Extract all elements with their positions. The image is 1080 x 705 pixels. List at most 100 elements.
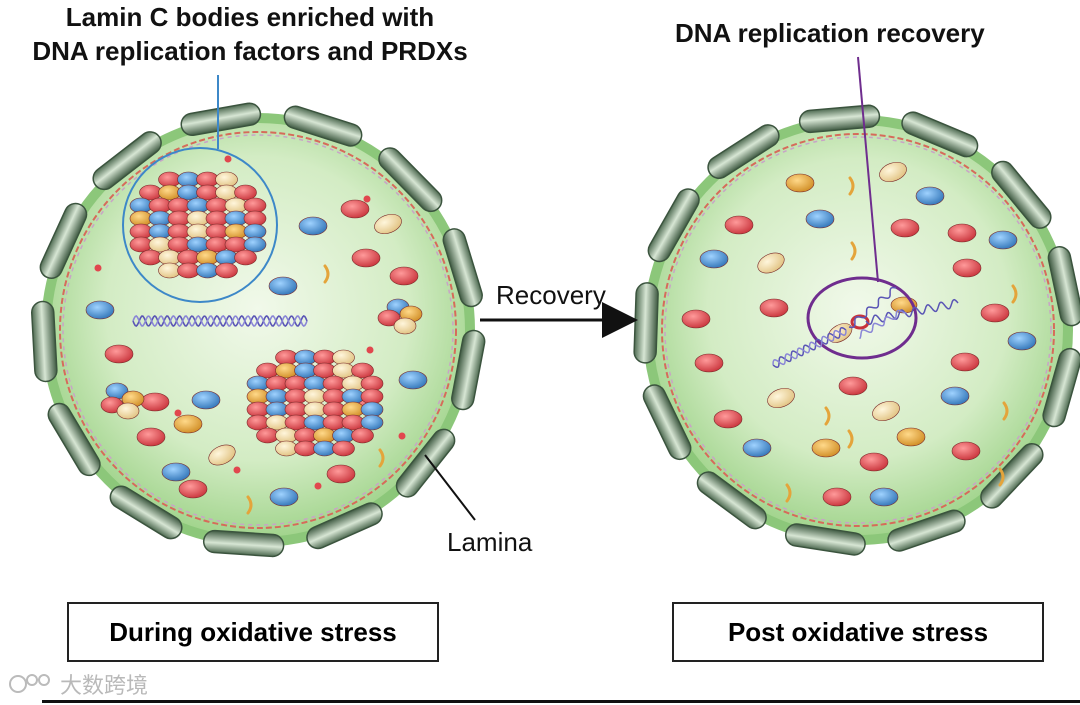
red-protein — [838, 376, 868, 396]
blue-protein — [161, 462, 191, 482]
blue-protein — [191, 390, 221, 410]
nuclear-pore-segment — [306, 502, 383, 550]
small-red-dot — [398, 432, 406, 440]
blue-protein — [940, 386, 970, 406]
red-protein — [332, 440, 355, 457]
watermark-logo-icon — [9, 674, 50, 693]
red-protein — [724, 215, 754, 235]
right-lamina-fibers — [661, 133, 1055, 527]
left-dna-strand — [132, 315, 308, 327]
nuclear-pore-segment — [642, 384, 692, 461]
blue-protein — [742, 438, 772, 458]
orange-protein — [896, 427, 926, 447]
nuclear-pore-segment — [647, 188, 700, 263]
red-protein — [947, 223, 977, 243]
nuclear-pore-segment — [1042, 347, 1080, 428]
nuclear-pore-segment — [991, 160, 1052, 229]
red-protein — [713, 409, 743, 429]
lamina-label: Lamina — [447, 527, 533, 557]
nuclear-pore-segment — [901, 111, 979, 158]
small-red-dot — [94, 264, 102, 272]
red-protein — [234, 249, 257, 266]
curved-fragment — [323, 264, 330, 284]
right-callout — [806, 56, 918, 360]
red-protein — [950, 352, 980, 372]
watermark-text: 大数跨境 — [60, 674, 149, 699]
cream-protein — [116, 402, 140, 420]
curved-fragment — [847, 429, 854, 449]
nuclear-pore-segment — [696, 471, 767, 530]
nuclear-pore-segment — [109, 485, 183, 540]
red-protein — [351, 427, 374, 444]
replication-fork-dna — [772, 286, 959, 368]
blue-protein — [85, 300, 115, 320]
red-protein — [340, 199, 370, 219]
lamin-c-body-lower — [246, 349, 384, 457]
cream-protein — [374, 213, 402, 235]
curved-fragment — [1011, 284, 1018, 304]
lamin-c-bodies-label: Lamin C bodies enriched with DNA replica… — [32, 2, 468, 66]
red-protein — [215, 262, 238, 279]
red-protein — [234, 184, 257, 201]
blue-protein — [805, 209, 835, 229]
red-protein — [951, 441, 981, 461]
curved-fragment — [785, 483, 792, 503]
recovery-label: Recovery — [496, 280, 606, 310]
red-protein — [136, 427, 166, 447]
blue-protein — [269, 487, 299, 507]
left-scattered-proteins — [85, 155, 428, 515]
nuclear-pore-segment — [378, 147, 443, 213]
nuclear-pore-segment — [633, 282, 659, 364]
red-protein — [759, 298, 789, 318]
red-protein — [890, 218, 920, 238]
nuclear-pore-segment — [31, 300, 58, 383]
lamin-c-body-upper — [129, 171, 267, 279]
nuclear-pore-segment — [784, 523, 866, 556]
curved-fragment — [824, 406, 831, 426]
left-nucleus — [31, 102, 486, 558]
red-protein — [351, 362, 374, 379]
curved-fragment — [848, 176, 855, 196]
blue-protein — [268, 276, 298, 296]
dna-replication-recovery-label: DNA replication recovery — [675, 18, 985, 48]
replication-clamp-ring — [850, 314, 870, 330]
red-protein — [822, 487, 852, 507]
orange-protein — [173, 414, 203, 434]
small-red-dot — [314, 482, 322, 490]
right-nuclear-envelope — [633, 104, 1080, 556]
red-protein — [681, 309, 711, 329]
blue-protein — [298, 216, 328, 236]
cream-protein — [208, 444, 236, 466]
red-protein — [140, 392, 170, 412]
red-protein — [694, 353, 724, 373]
small-red-dot — [366, 346, 374, 354]
blue-protein — [1007, 331, 1037, 351]
red-protein — [377, 309, 401, 327]
blue-protein — [699, 249, 729, 269]
red-protein — [952, 258, 982, 278]
left-nuclear-envelope — [31, 102, 486, 558]
blue-protein — [360, 414, 384, 431]
orange-protein — [811, 438, 841, 458]
nuclear-pore-segment — [202, 529, 285, 558]
nuclear-pore-segment — [980, 443, 1044, 509]
cream-protein — [879, 161, 907, 183]
cream-protein — [872, 400, 900, 422]
nuclear-pore-segment — [92, 131, 162, 191]
curved-fragment — [1002, 401, 1009, 421]
right-nucleus — [633, 104, 1080, 556]
caption-during-oxidative-stress: During oxidative stress — [67, 602, 439, 662]
left-lamina-fibers — [59, 131, 457, 529]
small-red-dot — [224, 155, 232, 163]
bottom-rule — [42, 700, 1080, 703]
nuclear-pore-segment — [283, 105, 363, 147]
nuclear-pore-segment — [395, 428, 456, 498]
red-protein — [326, 464, 356, 484]
orange-protein — [785, 173, 815, 193]
small-red-dot — [363, 195, 371, 203]
nuclear-pore-segment — [47, 402, 101, 477]
curved-fragment — [998, 467, 1005, 487]
curved-fragment — [246, 495, 253, 515]
small-red-dot — [233, 466, 241, 474]
